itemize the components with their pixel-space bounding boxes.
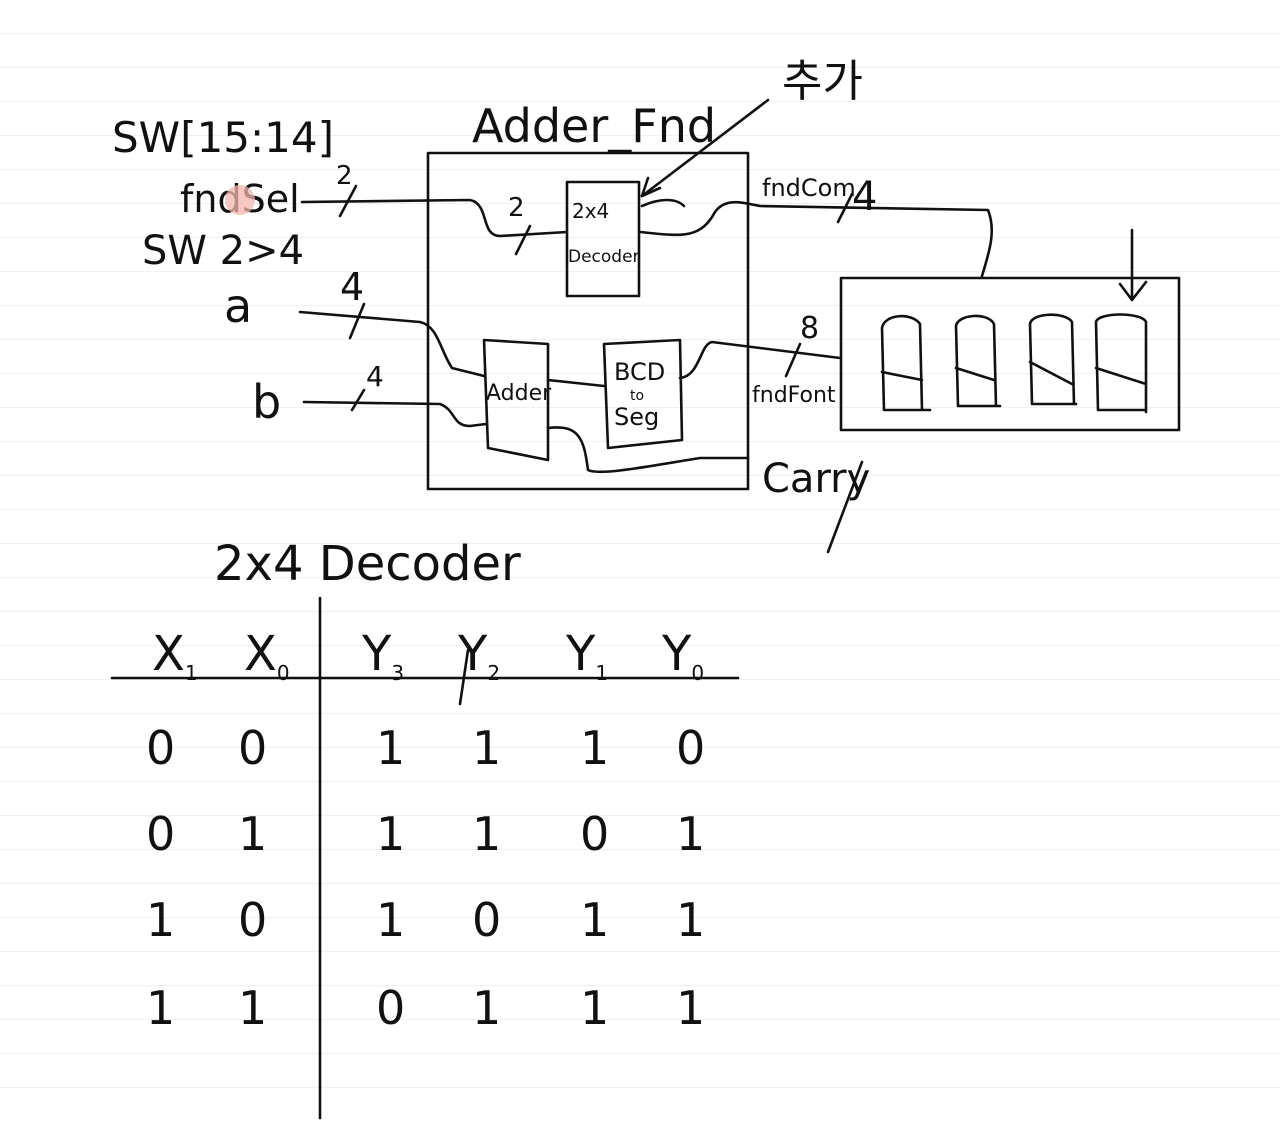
truth-table-cell: 1 bbox=[376, 807, 405, 861]
truth-table-row: 1 0 1 0 1 1 bbox=[146, 893, 705, 947]
input-a-wire bbox=[298, 310, 486, 378]
bcd-label-1: BCD bbox=[614, 358, 665, 386]
fnd-digit bbox=[954, 314, 1002, 408]
input-a-bus-slash bbox=[348, 302, 366, 340]
block-title: Adder_Fnd bbox=[472, 99, 716, 153]
fndcom-bus-slash bbox=[836, 192, 854, 224]
truth-table-header: Y1 bbox=[565, 626, 608, 685]
truth-table-cell: 1 bbox=[146, 981, 175, 1035]
fnd-display-box bbox=[839, 276, 1181, 432]
truth-table-cell: 1 bbox=[376, 721, 405, 775]
input-b-bus-slash bbox=[350, 388, 366, 412]
input-a-width: 4 bbox=[340, 265, 364, 309]
truth-table-cell: 1 bbox=[146, 893, 175, 947]
truth-table-cell: 1 bbox=[376, 893, 405, 947]
decoder-label-1: 2x4 bbox=[572, 199, 609, 223]
sw-bits-label: SW 2>4 bbox=[142, 228, 304, 274]
carry-label: Carry bbox=[762, 456, 870, 502]
truth-table-cell: 1 bbox=[238, 807, 267, 861]
truth-table-cell: 1 bbox=[676, 981, 705, 1035]
truth-table-cell: 1 bbox=[238, 981, 267, 1035]
header-tick bbox=[458, 648, 470, 706]
carry-internal-wire bbox=[546, 426, 750, 474]
annotation-arrow bbox=[640, 98, 770, 198]
truth-table-header: Y2 bbox=[457, 626, 500, 685]
truth-table-row: 1 1 0 1 1 1 bbox=[146, 981, 705, 1035]
truth-table-cell: 1 bbox=[472, 721, 501, 775]
bcd-box bbox=[602, 338, 684, 450]
fnd-digit bbox=[1028, 313, 1078, 406]
fndcom-label: fndCom bbox=[762, 174, 856, 202]
truth-table-cell: 0 bbox=[238, 721, 267, 775]
carry-stroke bbox=[826, 460, 864, 554]
truth-table-header: Y0 bbox=[661, 626, 704, 685]
input-b-wire bbox=[302, 400, 488, 428]
fndfont-width: 8 bbox=[800, 311, 819, 346]
adder-label: Adder bbox=[486, 381, 552, 406]
display-down-arrow bbox=[1118, 228, 1148, 302]
truth-table-header: X0 bbox=[244, 626, 290, 685]
truth-table-row: 0 1 1 1 0 1 bbox=[146, 807, 705, 861]
truth-table-cell: 1 bbox=[676, 807, 705, 861]
fndsel-width: 2 bbox=[336, 161, 353, 191]
decoder-label-2: Decoder bbox=[568, 247, 640, 267]
fndcom-width: 4 bbox=[852, 174, 877, 220]
fndsel-wire bbox=[300, 198, 569, 238]
sw-range-label: SW[15:14] bbox=[112, 113, 334, 162]
truth-table-cell: 0 bbox=[146, 721, 175, 775]
truth-table-title: 2x4 Decoder bbox=[214, 536, 521, 592]
annotation-arrowhead bbox=[640, 176, 662, 198]
truth-table-cell: 0 bbox=[580, 807, 609, 861]
fnd-digit bbox=[880, 314, 932, 412]
truth-table-cell: 0 bbox=[472, 893, 501, 947]
truth-table-cell: 1 bbox=[580, 981, 609, 1035]
truth-table-header: Y3 bbox=[361, 626, 404, 685]
fndfont-label: fndFont bbox=[752, 383, 836, 408]
truth-table-cell: 1 bbox=[472, 807, 501, 861]
truth-table-cell: 1 bbox=[580, 721, 609, 775]
input-b-label: b bbox=[252, 375, 281, 429]
truth-table-cell: 1 bbox=[472, 981, 501, 1035]
truth-table-cell: 0 bbox=[238, 893, 267, 947]
truth-table-cell: 0 bbox=[676, 721, 705, 775]
adder-to-bcd-wire bbox=[546, 378, 606, 388]
fndfont-wire bbox=[678, 340, 842, 380]
decoder-box bbox=[565, 180, 641, 298]
adder-box bbox=[482, 338, 550, 462]
decoder-in-width: 2 bbox=[508, 193, 525, 223]
truth-table-header: X1 bbox=[152, 626, 198, 685]
cursor-highlight bbox=[225, 185, 255, 215]
decoder-in-slash bbox=[514, 224, 532, 256]
adder-fnd-block bbox=[426, 151, 750, 491]
fnd-digit bbox=[1094, 313, 1148, 414]
decoder-out-stub bbox=[640, 198, 686, 208]
fndsel-bus-slash bbox=[338, 184, 358, 218]
input-b-width: 4 bbox=[366, 360, 384, 393]
fndcom-wire bbox=[638, 200, 994, 278]
bcd-label-2: to bbox=[630, 388, 644, 404]
truth-table-cell: 1 bbox=[580, 893, 609, 947]
input-a-label: a bbox=[224, 279, 252, 333]
fndfont-bus-slash bbox=[784, 342, 802, 378]
truth-table-cell: 0 bbox=[376, 981, 405, 1035]
annotation-label: 추가 bbox=[782, 56, 863, 107]
truth-table-cell: 0 bbox=[146, 807, 175, 861]
truth-table-cell: 1 bbox=[676, 893, 705, 947]
truth-table-row: 0 0 1 1 1 0 bbox=[146, 721, 705, 775]
bcd-label-3: Seg bbox=[614, 403, 659, 431]
